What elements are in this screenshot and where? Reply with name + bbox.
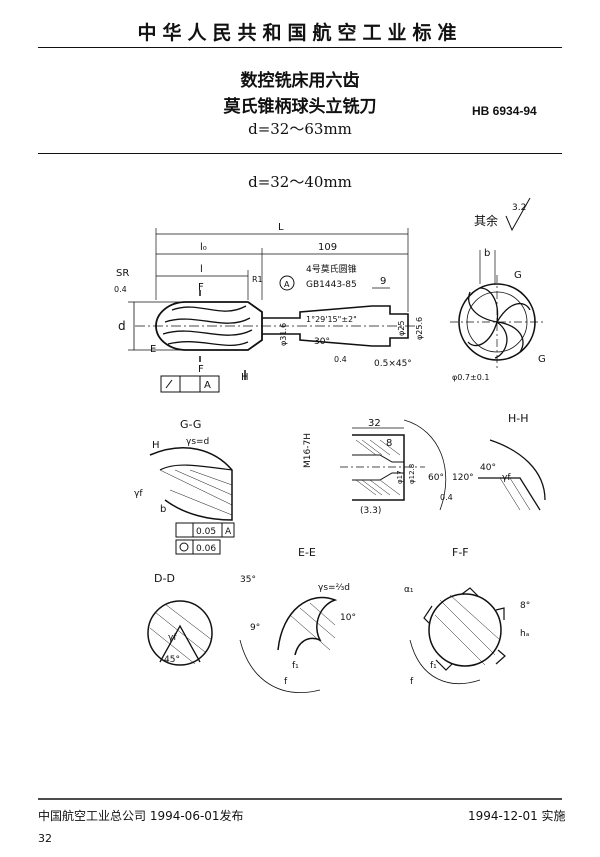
label-H-gg: H [152, 440, 160, 451]
angle-45: 45° [164, 655, 180, 665]
header-rule [38, 47, 562, 48]
dim-l0: l₀ [200, 242, 207, 253]
dia-12-8: φ12.8 [408, 464, 416, 484]
roughness-value: 3.2 [512, 203, 526, 213]
section-mark-G-bottom: G [538, 354, 546, 365]
cutter-end-view [450, 250, 545, 370]
dim-l: l [200, 264, 203, 275]
roughness-note: 其余 [474, 213, 498, 228]
title-rule [38, 153, 562, 154]
f-ee: f [284, 677, 288, 687]
section-title-h-h: H-H [508, 412, 529, 425]
document-title-line1: 数控铣床用六齿 [240, 71, 360, 91]
dia-0-7: φ0.7±0.1 [452, 373, 489, 382]
angle-9: 9° [250, 623, 260, 633]
standard-header: 中华人民共和国航空工业标准 [137, 22, 463, 44]
dia-31-6: φ31.6 [279, 323, 288, 346]
section-title-d-d: D-D [154, 572, 175, 585]
section-mark-F-top: F [198, 282, 204, 293]
implementation-date: 1994-12-01 实施 [468, 809, 566, 823]
flute-b: b [484, 248, 490, 259]
publication-info: 中国航空工业总公司 1994-06-01发布 [38, 809, 244, 823]
section-e-e [239, 596, 338, 693]
gamma-f-gg: γf [134, 489, 143, 499]
angle-30: 30° [314, 337, 330, 347]
gamma-f-hh: γf [502, 473, 511, 483]
morse-taper-note: 4号莫氏圆锥 [306, 263, 357, 275]
angle-60: 60° [428, 473, 444, 483]
sphere-radius-SR: SR [116, 268, 129, 279]
dim-8: 8 [386, 438, 392, 449]
radius-R1: R1 [252, 275, 263, 284]
f-ff: f [410, 677, 414, 687]
taper-angle: 1°29'15"±2" [306, 315, 357, 324]
section-mark-H: H [241, 372, 249, 383]
tolerance-0-05: 0.05 [196, 527, 216, 537]
dia-17: φ17 [396, 470, 404, 484]
diameter-range: d=32～63mm [248, 120, 352, 138]
section-mark-F-bottom: F [198, 364, 204, 375]
tolerance-datum-gg: A [225, 527, 232, 537]
dia-25: φ25 [397, 321, 406, 336]
f1-ff: f₁ [430, 661, 437, 671]
thread-M16: M16-7H [303, 433, 313, 468]
dia-25-6: φ25.6 [415, 317, 424, 340]
tolerance-0-06: 0.06 [196, 544, 216, 554]
gamma-f-dd: γf [168, 633, 177, 643]
drawing-subtitle: d=32～40mm [248, 173, 352, 191]
section-mark-E: E [150, 344, 156, 355]
cutter-side-view [128, 228, 420, 393]
section-f-f [409, 587, 506, 684]
section-g-g [149, 447, 235, 555]
tolerance-datum: A [204, 380, 211, 391]
dim-32: 32 [368, 418, 381, 429]
angle-35: 35° [240, 575, 256, 585]
label-b-gg: b [160, 504, 166, 515]
section-title-e-e: E-E [298, 546, 316, 559]
angle-8: 8° [520, 601, 530, 611]
standard-number: HB 6934-94 [472, 104, 537, 118]
dim-d: d [118, 319, 126, 333]
angle-10: 10° [340, 613, 356, 623]
section-d-d [147, 600, 213, 666]
section-title-g-g: G-G [180, 418, 201, 431]
chamfer-note: 0.5×45° [374, 359, 412, 369]
gamma-s-ee: γs=⅔d [318, 583, 350, 593]
section-title-f-f: F-F [452, 546, 469, 559]
alpha-1: α₁ [404, 585, 414, 595]
section-mark-G-top: G [514, 270, 522, 281]
gamma-s: γs=d [186, 437, 209, 447]
page-number: 32 [38, 832, 52, 845]
center-hole-section [340, 419, 447, 511]
dim-3-3: (3.3) [360, 506, 381, 516]
f1-ee: f₁ [292, 661, 299, 671]
hk-label: hₐ [520, 629, 529, 639]
dim-109: 109 [318, 242, 337, 253]
roughness-shank: 0.4 [334, 355, 347, 364]
dim-L: L [278, 222, 284, 233]
roughness-0-4: 0.4 [114, 285, 127, 294]
document-title-line2: 莫氏锥柄球头立铣刀 [223, 97, 377, 117]
morse-taper-standard: GB1443-85 [306, 280, 357, 290]
angle-120: 120° [452, 473, 474, 483]
datum-A-label: A [284, 280, 290, 289]
roughness-0-8-hole: 0.4 [440, 493, 453, 502]
dim-9: 9 [380, 276, 386, 287]
section-h-h [478, 439, 546, 511]
angle-40: 40° [480, 463, 496, 473]
